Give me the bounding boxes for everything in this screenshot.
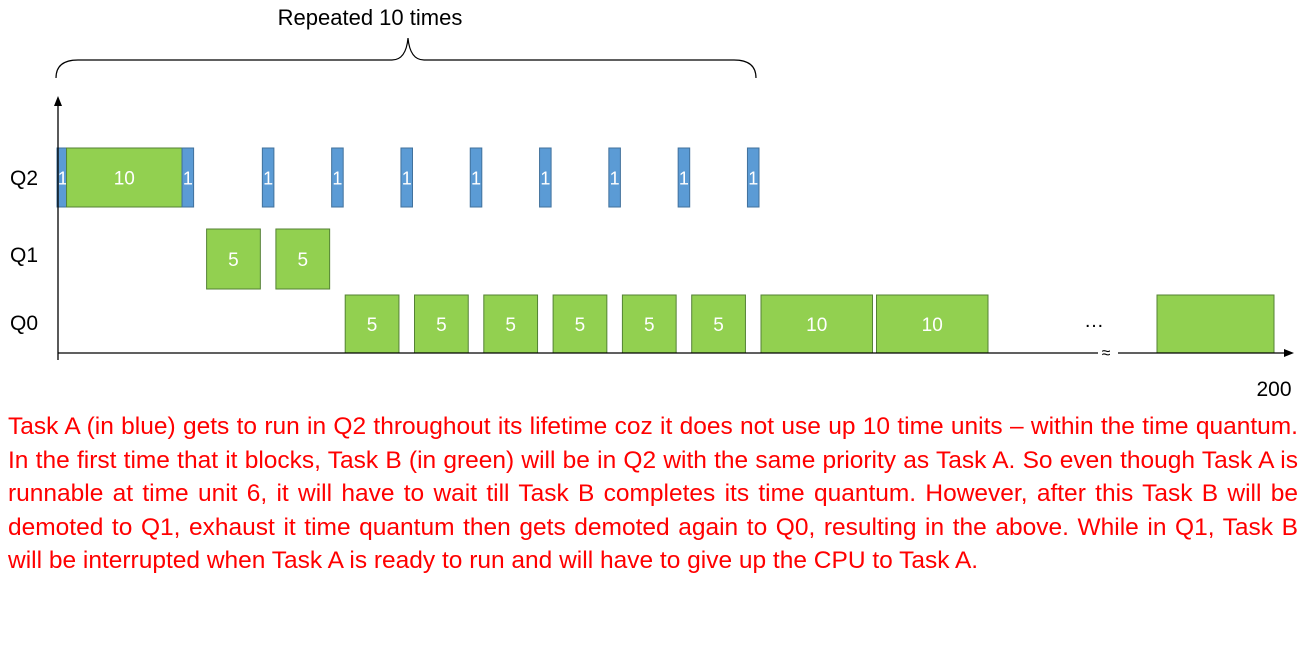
task-a-block-q2-a-5: [400, 147, 414, 208]
repeat-brace: [55, 37, 757, 79]
block-label-q2-a-5: 1: [402, 169, 412, 189]
repeat-title: Repeated 10 times: [278, 5, 463, 30]
block-label-q2-a-2: 1: [183, 169, 193, 189]
task-b-block-q1-b-1: [206, 228, 261, 290]
block-label-q0-b-2: 5: [436, 315, 447, 336]
block-label-q2-a-1: 1: [58, 169, 68, 189]
blocks-layer: 1 10 1 5 1 5 1 5 1 5 1 5 1 5 1 5 1 5 1 10 10: [56, 147, 1275, 354]
task-a-block-q2-a-3: [261, 147, 275, 208]
task-a-block-q2-a-2: [181, 147, 195, 208]
block-label-q1-b-2: 5: [297, 250, 308, 271]
task-a-block-q2-a-9: [677, 147, 691, 208]
block-label-q2-a-9: 1: [679, 169, 689, 189]
task-b-block-q0-b-6: [691, 294, 746, 354]
task-b-block-q0-b-8: [876, 294, 989, 354]
block-label-q1-b-1: 5: [228, 250, 239, 271]
task-b-block-q1-b-2: [275, 228, 331, 290]
task-a-block-q2-a-8: [608, 147, 621, 208]
block-label-q0-b-1: 5: [367, 315, 378, 336]
task-a-block-q2-a-7: [539, 147, 552, 208]
task-b-block-q0-b-2: [414, 294, 469, 354]
ellipsis: …: [1084, 310, 1104, 332]
y-axis-arrow: [54, 96, 62, 106]
queue-label-q0: Q0: [10, 312, 38, 335]
task-b-block-q0-b-1: [344, 294, 400, 354]
task-b-block-q0-b-4: [552, 294, 608, 354]
block-label-q2-a-3: 1: [263, 169, 273, 189]
block-label-q0-b-7: 10: [806, 315, 827, 336]
queue-label-q1: Q1: [10, 244, 38, 267]
task-a-block-q2-a-6: [469, 147, 483, 208]
block-label-q2-a-6: 1: [471, 169, 481, 189]
queue-label-q2: Q2: [10, 167, 38, 190]
task-b-block-q2-b-10: [66, 147, 183, 208]
axis-end-label: 200: [1256, 378, 1291, 400]
block-label-q2-a-8: 1: [610, 169, 620, 189]
block-label-q0-b-8: 10: [922, 315, 943, 336]
block-label-q0-b-3: 5: [505, 315, 516, 336]
task-a-block-q2-a-10: [746, 147, 760, 208]
task-b-block-q0-b-7: [760, 294, 873, 354]
block-label-q0-b-6: 5: [713, 315, 724, 336]
explanation-caption: Task A (in blue) gets to run in Q2 throu…: [8, 413, 1298, 574]
x-axis-arrow: [1284, 349, 1294, 357]
task-b-block-q0-b-5: [621, 294, 677, 354]
axis-break-mark: ≈: [1102, 345, 1111, 362]
block-label-q2-a-7: 1: [540, 169, 550, 189]
mlfq-timeline-diagram: Repeated 10 times 1 10 1 5 1 5 1 5 1 5 1 5 1 5 1 5 1 5 1 10…: [10, 5, 1294, 400]
block-label-q2-a-4: 1: [332, 169, 342, 189]
block-label-q2-a-10: 1: [748, 169, 758, 189]
task-a-block-q2-a-4: [331, 147, 344, 208]
task-b-block-q0-b-last: [1156, 294, 1275, 354]
block-label-q2-b-10: 10: [114, 169, 135, 190]
block-label-q0-b-5: 5: [644, 315, 655, 336]
block-label-q0-b-4: 5: [575, 315, 586, 336]
